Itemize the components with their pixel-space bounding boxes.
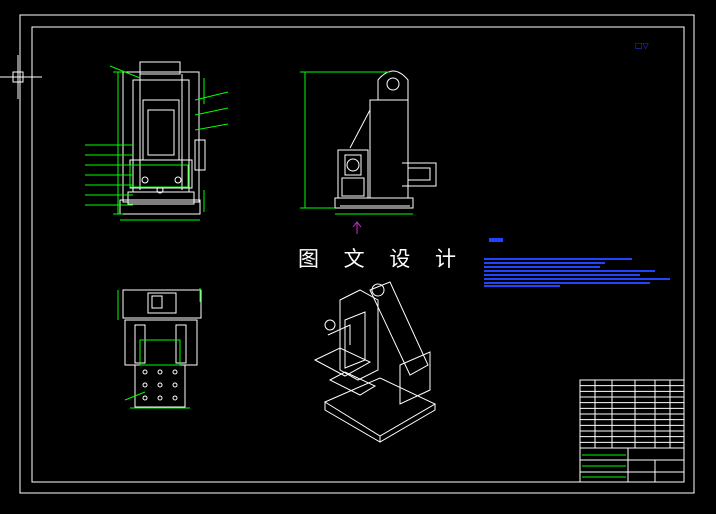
front-view-dimensions <box>85 65 229 221</box>
view-direction-arrow <box>352 221 362 234</box>
tech-requirements <box>484 258 670 287</box>
tech-requirements-header <box>489 238 503 242</box>
outer-frame <box>19 14 695 494</box>
watermark-text: 图 文 设 计 <box>298 247 466 271</box>
title-block-rows <box>580 385 684 443</box>
side-view <box>334 70 437 209</box>
crosshair-cursor <box>0 55 42 99</box>
inner-frame <box>31 26 685 483</box>
front-view <box>119 61 206 215</box>
isometric-view <box>313 281 437 443</box>
top-view <box>122 289 202 408</box>
title-block-accents <box>582 454 626 478</box>
side-view-dimensions <box>300 71 413 215</box>
top-view-dimensions <box>117 288 201 409</box>
corner-mark: □▽ <box>635 41 650 50</box>
